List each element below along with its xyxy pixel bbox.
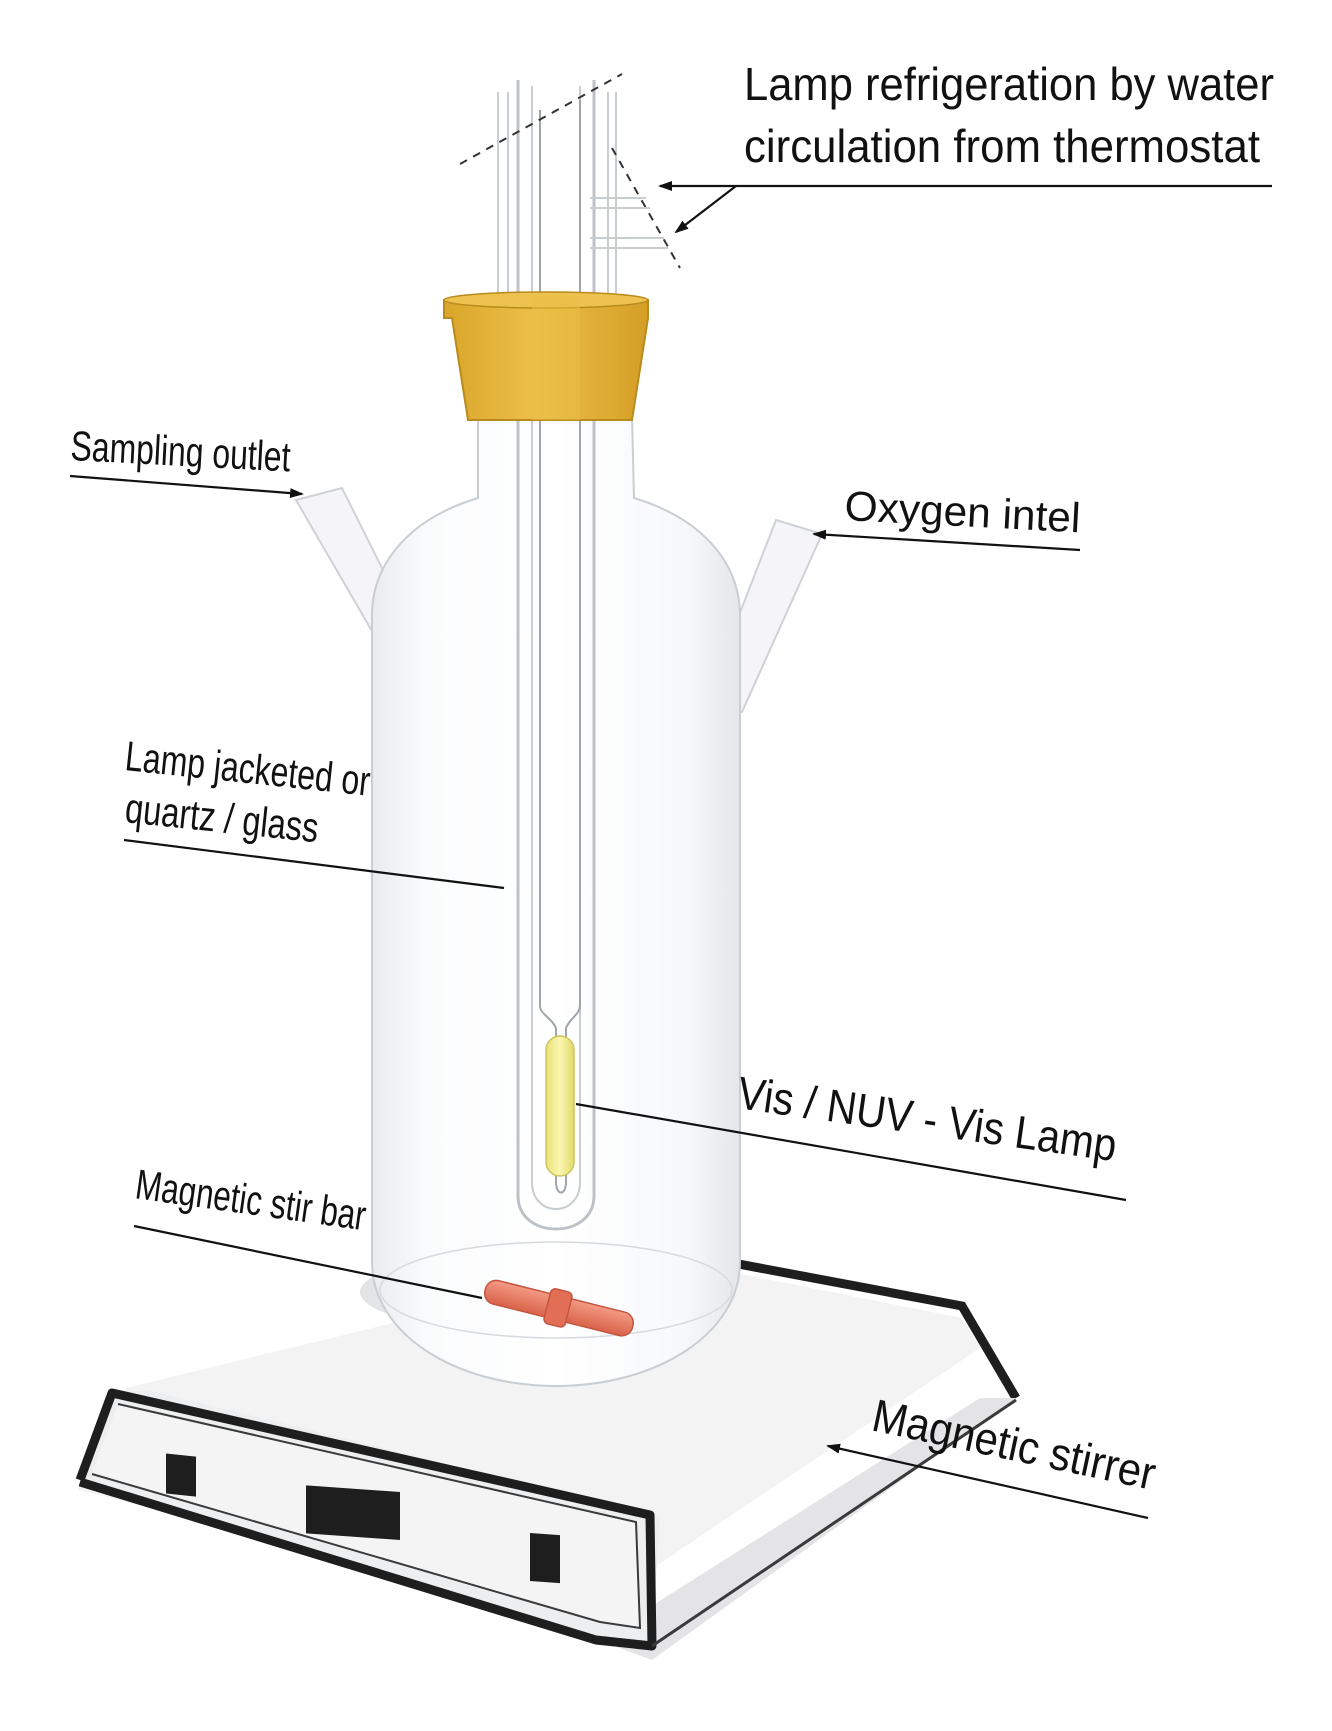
label-stir-bar: Magnetic stir bar (133, 1160, 369, 1239)
lamp-jacket-outer (516, 80, 596, 1231)
stirrer-switch-left (166, 1453, 196, 1497)
leader-sampling (69, 474, 304, 499)
leader-refrigeration-2 (674, 185, 737, 234)
leader-oxygen (812, 529, 1081, 552)
coolant-break-line (611, 147, 681, 269)
label-refrigeration-line1: Lamp refrigeration by water (744, 58, 1274, 110)
label-magnetic-stirrer: Magnetic stirrer (868, 1389, 1161, 1500)
stirrer-display (306, 1485, 400, 1540)
label-refrigeration-line2: circulation from thermostat (744, 120, 1260, 172)
leader-stirrer (826, 1443, 1149, 1520)
leader-jacket (123, 838, 505, 890)
stirrer-switch-right (530, 1533, 560, 1584)
stopper (443, 291, 649, 421)
reactor-flask (294, 415, 824, 1388)
flask-body (371, 415, 741, 1388)
leader-lamp (575, 1102, 1127, 1202)
stirrer-side-face (598, 1398, 1016, 1660)
tube-break-line (459, 73, 623, 165)
magnetic-stir-bar (483, 1279, 635, 1337)
lamp-jacket-inner (531, 86, 581, 1210)
lamp-assembly (459, 73, 681, 1231)
label-vis-lamp: Vis / NUV - Vis Lamp (735, 1066, 1121, 1171)
lamp-inner-tube (539, 100, 581, 1194)
stirrer-front-frame (75, 1388, 657, 1651)
label-sampling-outlet: Sampling outlet (70, 422, 292, 480)
label-oxygen-inlet: Oxygen intel (844, 482, 1082, 541)
leader-stir-bar (133, 1224, 483, 1300)
vis-lamp (545, 1035, 575, 1177)
leader-lines (69, 181, 1272, 1520)
